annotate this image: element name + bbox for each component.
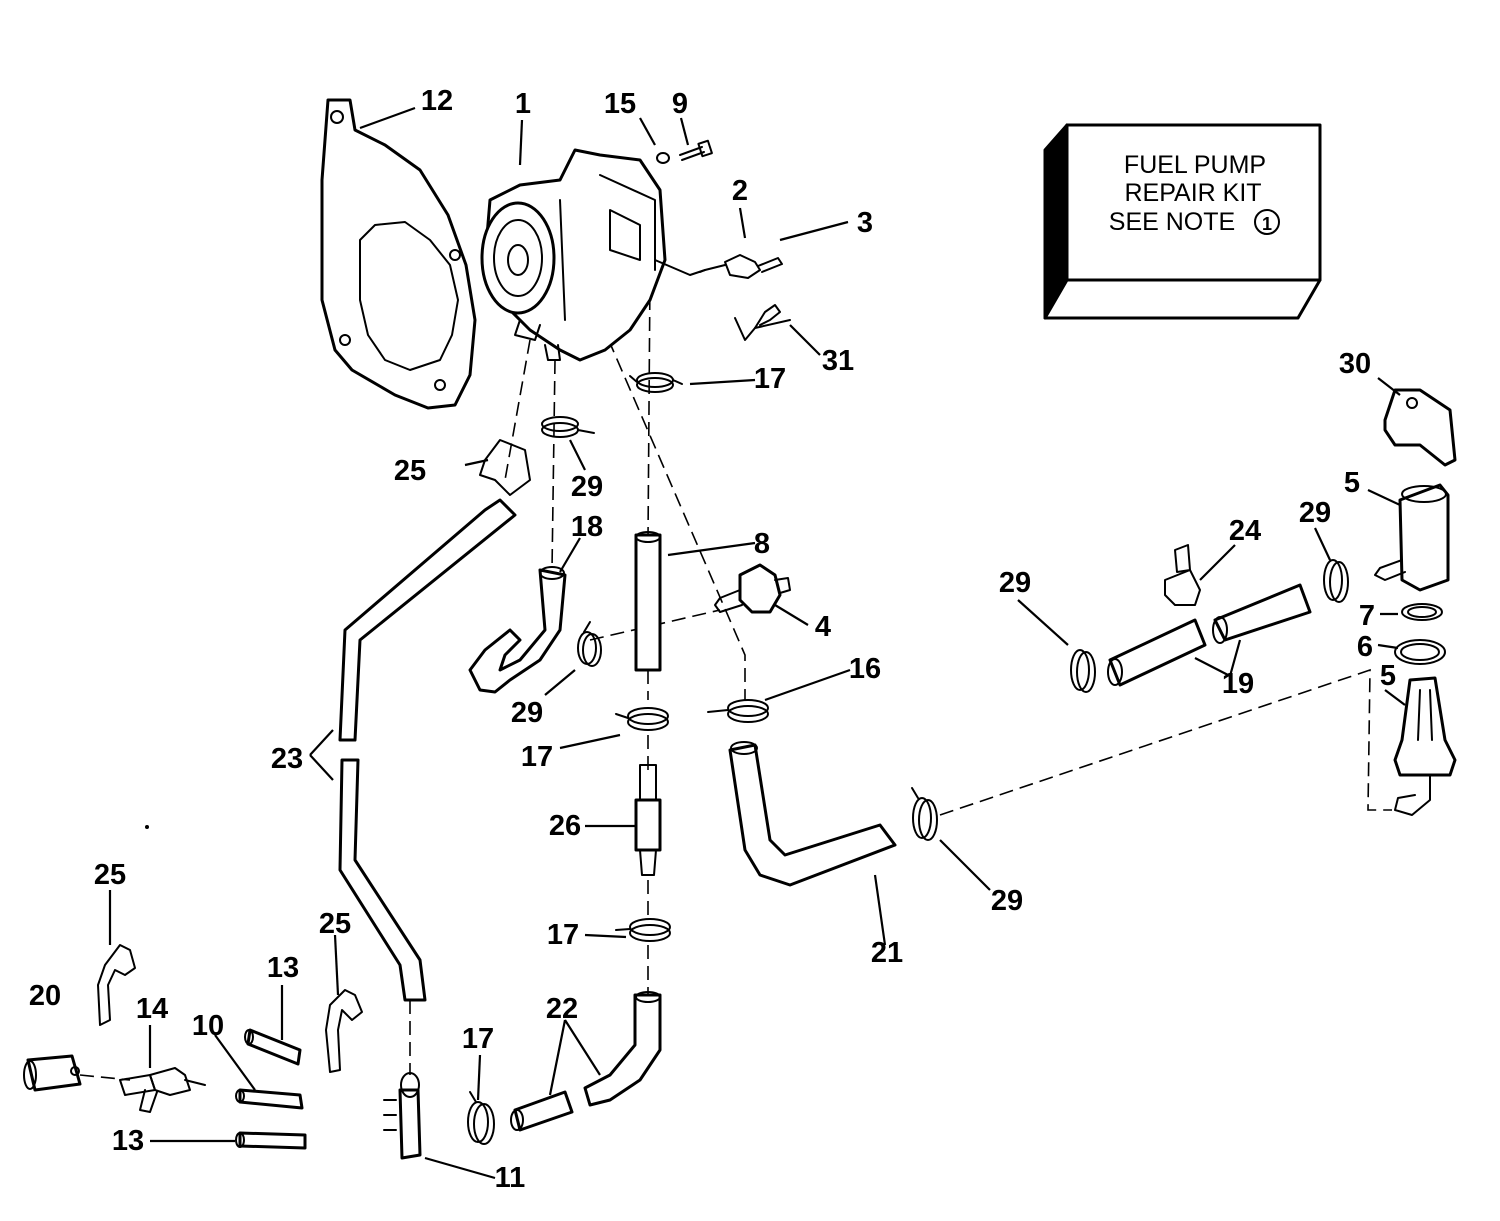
leader-lines xyxy=(108,106,1406,1180)
hose-clamp-16 xyxy=(707,699,769,723)
hose-clamp-17-bottom xyxy=(467,1091,495,1145)
filter-bowl-part-5-upper xyxy=(1374,483,1450,592)
hose-clamp-17-lower xyxy=(615,918,671,942)
clip-part-31 xyxy=(734,304,791,341)
tie-strap-part-25-mid xyxy=(325,989,363,1073)
callout-labels: 12 1 15 9 2 3 31 17 30 25 29 5 18 8 24 2… xyxy=(29,85,1396,1194)
callout-5-upper: 5 xyxy=(1344,467,1360,499)
callout-21: 21 xyxy=(871,937,903,969)
callout-25-mid: 25 xyxy=(319,908,351,940)
repair-kit-box: FUEL PUMP REPAIR KIT SEE NOTE 1 xyxy=(1043,123,1322,320)
callout-13-upper: 13 xyxy=(267,952,299,984)
callout-31: 31 xyxy=(822,345,854,377)
callout-26: 26 xyxy=(549,810,581,842)
hose-clamp-17-upper xyxy=(629,372,683,393)
kit-note-number: 1 xyxy=(1262,214,1272,234)
filter-part-26 xyxy=(634,764,662,876)
callout-29-lower: 29 xyxy=(991,885,1023,917)
callout-25-upper: 25 xyxy=(394,455,426,487)
callout-5-lower: 5 xyxy=(1380,660,1396,692)
hose-clamp-29-upper xyxy=(541,416,595,438)
callout-29-filter: 29 xyxy=(1299,497,1331,529)
callout-10: 10 xyxy=(192,1010,224,1042)
callout-24: 24 xyxy=(1229,515,1261,547)
hose-clamp-17-mid xyxy=(615,707,669,731)
washer-part-15 xyxy=(656,152,670,164)
kit-line-3: SEE NOTE xyxy=(1109,208,1235,236)
o-ring-part-7 xyxy=(1401,603,1443,621)
callout-22: 22 xyxy=(546,993,578,1025)
hose-part-18 xyxy=(468,566,567,694)
connector-part-24 xyxy=(1164,544,1201,606)
fuel-pump-part-1 xyxy=(480,148,706,362)
tee-fitting-part-14 xyxy=(119,1067,206,1113)
hose-part-13-upper xyxy=(244,1028,302,1066)
callout-17-mid: 17 xyxy=(521,741,553,773)
stray-dot xyxy=(145,825,149,829)
callout-17-upper: 17 xyxy=(754,363,786,395)
kit-line-2: REPAIR KIT xyxy=(1124,179,1261,207)
hose-part-13-lower xyxy=(235,1131,307,1150)
callout-7: 7 xyxy=(1359,600,1375,632)
check-valve-part-4 xyxy=(714,563,791,614)
callout-29-mid: 29 xyxy=(511,697,543,729)
hose-part-23 xyxy=(338,498,517,1002)
callout-1: 1 xyxy=(515,88,531,120)
hose-part-8 xyxy=(634,531,662,672)
hose-part-10 xyxy=(235,1088,304,1110)
callout-20: 20 xyxy=(29,980,61,1012)
callout-15: 15 xyxy=(604,88,636,120)
check-valve-part-2 xyxy=(699,254,761,279)
callout-25-left: 25 xyxy=(94,859,126,891)
callout-14: 14 xyxy=(136,993,168,1025)
callout-12: 12 xyxy=(421,85,453,117)
note-circle-icon xyxy=(1254,209,1280,235)
hose-part-22 xyxy=(510,991,662,1132)
callout-29-upper: 29 xyxy=(571,471,603,503)
screw-part-9 xyxy=(679,139,713,161)
kit-line-1: FUEL PUMP xyxy=(1124,151,1266,179)
hose-part-19 xyxy=(1107,583,1312,687)
primer-part-11 xyxy=(383,1072,422,1160)
callout-16: 16 xyxy=(849,653,881,685)
callout-3: 3 xyxy=(857,207,873,239)
wire-part-3 xyxy=(757,257,783,273)
hose-part-21 xyxy=(728,741,897,887)
hose-clamp-29-filter xyxy=(1323,559,1349,603)
filter-element-part-5-lower xyxy=(1393,676,1457,816)
callout-23: 23 xyxy=(271,743,303,775)
callout-11: 11 xyxy=(495,1162,526,1194)
callout-29-hose-right: 29 xyxy=(999,567,1031,599)
callout-2: 2 xyxy=(732,175,748,207)
callout-17-lower: 17 xyxy=(547,919,579,951)
hose-clamp-29-left-right xyxy=(1070,649,1096,693)
callout-13-lower: 13 xyxy=(112,1125,144,1157)
callout-4: 4 xyxy=(815,611,831,643)
hose-clamp-29-mid xyxy=(577,621,602,667)
bracket-part-30 xyxy=(1383,388,1457,467)
callout-9: 9 xyxy=(672,88,688,120)
callout-6: 6 xyxy=(1357,631,1373,663)
callout-30: 30 xyxy=(1339,348,1371,380)
gasket-part-6 xyxy=(1394,639,1446,665)
callout-8: 8 xyxy=(754,528,770,560)
callout-17-bottom: 17 xyxy=(462,1023,494,1055)
fitting-part-20 xyxy=(23,1054,82,1092)
hose-clamp-29-right-low xyxy=(911,787,938,841)
callout-18: 18 xyxy=(571,511,603,543)
mounting-plate-part-12 xyxy=(320,98,477,410)
tie-strap-part-25-left xyxy=(97,944,136,1026)
callout-19: 19 xyxy=(1222,668,1254,700)
clip-part-25-upper xyxy=(479,439,531,496)
